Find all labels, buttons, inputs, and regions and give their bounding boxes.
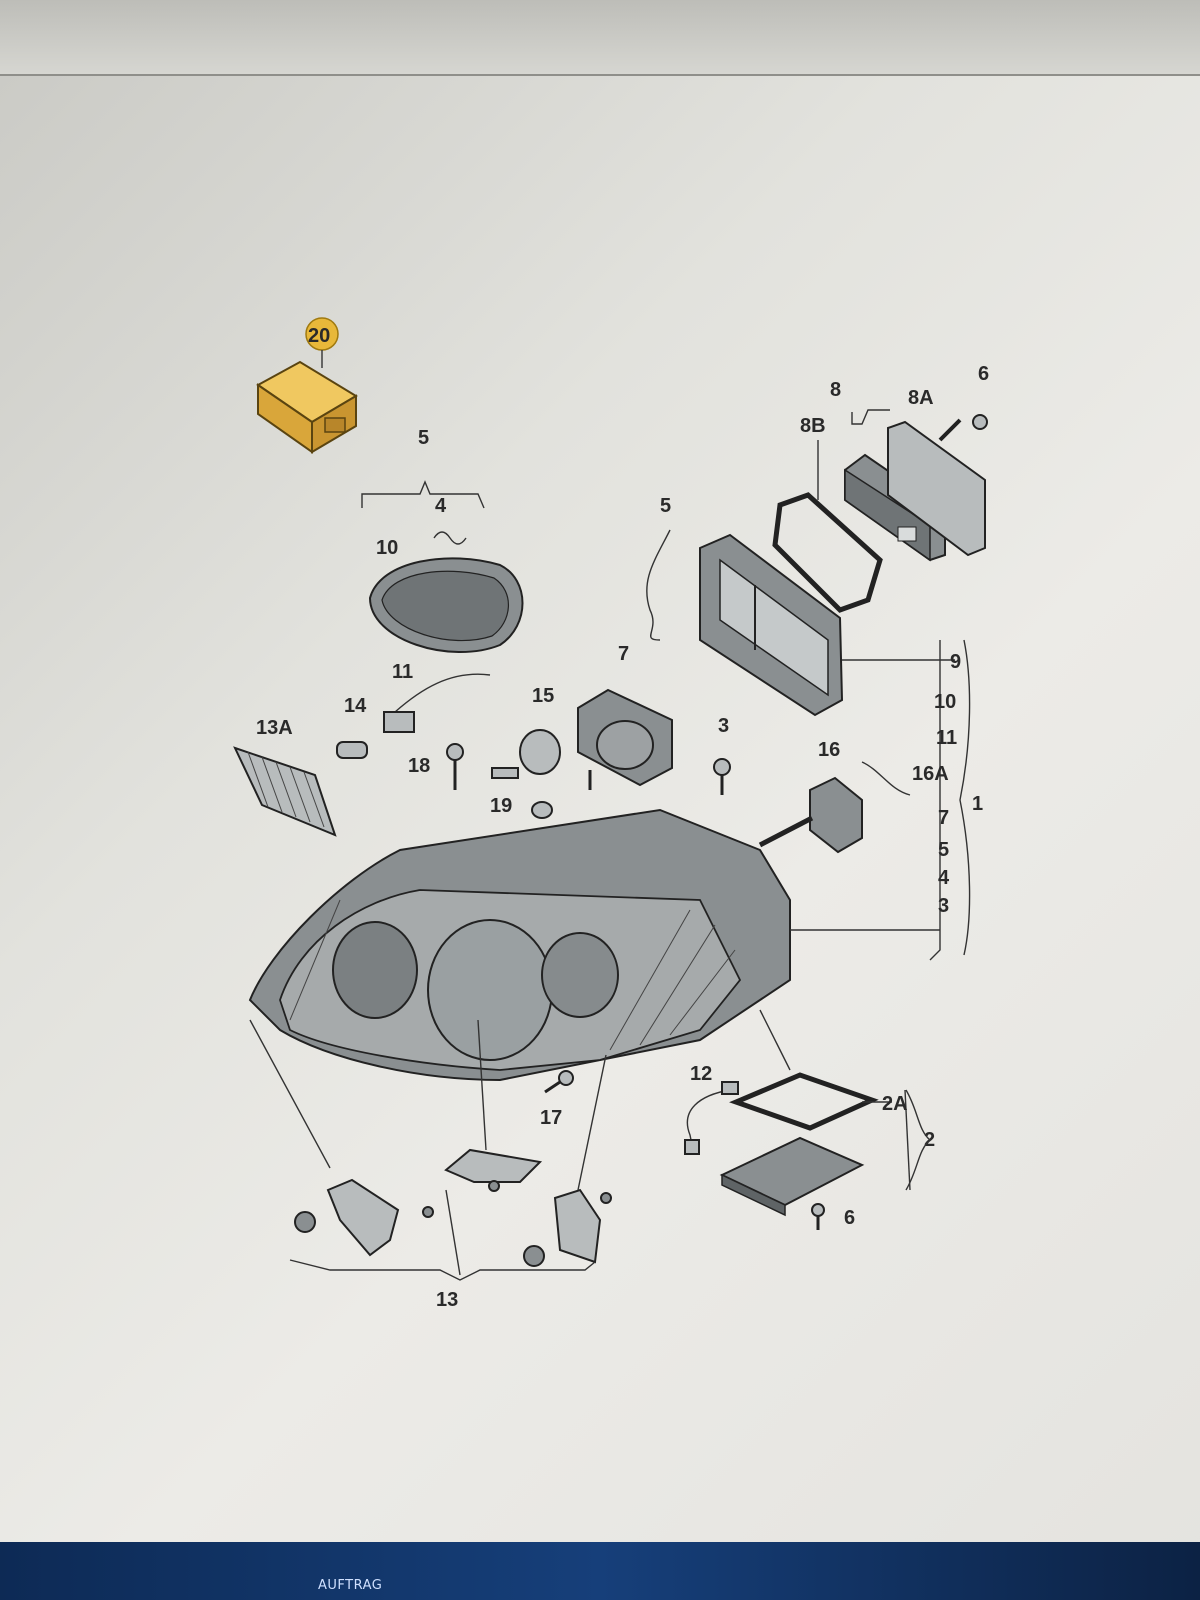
label-group-4: 4 [938,867,950,889]
label-10: 10 [376,537,398,559]
label-5: 5 [418,427,429,449]
label-4: 4 [435,495,447,517]
part-16-bulb-igniter[interactable] [758,776,863,854]
part-16a-wire[interactable] [861,761,911,796]
label-16a: 16A [912,763,949,785]
part-2a-gasket[interactable] [729,1072,879,1131]
part-8a-ballast-cover[interactable] [887,420,986,557]
label-group-5: 5 [938,839,949,861]
part-5-retaining-clip[interactable] [646,529,671,641]
label-group-9: 9 [950,651,961,673]
label-16: 16 [818,739,840,761]
part-14-small-bulb[interactable] [336,741,368,759]
part-2-control-unit[interactable] [719,1136,865,1217]
part-11-bulb-holder[interactable] [383,673,491,733]
part-6-screw[interactable] [938,414,988,442]
label-8a: 8A [908,387,934,409]
label-13: 13 [436,1289,458,1311]
label-2a: 2A [882,1093,908,1115]
label-8: 8 [830,379,841,401]
part-8-xenon-ballast[interactable] [844,453,946,562]
part-13-mounting-brackets[interactable] [294,1148,612,1267]
label-18: 18 [408,755,430,777]
window-top-bar [0,0,1200,76]
label-13a: 13A [256,717,293,739]
label-6: 6 [978,363,989,385]
label-group-3: 3 [938,895,949,917]
tab-auftrag[interactable]: AUFTRAG [318,1578,383,1593]
label-20: 20 [308,325,330,347]
part-19-cap[interactable] [531,801,553,819]
part-6-screw-lower[interactable] [811,1203,825,1230]
taskbar: AUFTRAG [0,1542,1200,1600]
label-7: 7 [618,643,629,665]
label-8b: 8B [800,415,826,437]
label-group-1: 1 [972,793,983,815]
label-14: 14 [344,695,367,717]
part-13a-reflector-strip[interactable] [233,746,337,837]
part-7-adjustment-motor[interactable] [577,688,673,790]
label-12: 12 [690,1063,712,1085]
part-10-cover-cap[interactable] [368,557,524,653]
label-group-7: 7 [938,807,949,829]
label-5-right: 5 [660,495,671,517]
label-group-10: 10 [934,691,956,713]
part-17-screw[interactable] [544,1070,574,1094]
part-18-screw[interactable] [446,743,464,790]
part-3-screw[interactable] [713,758,731,795]
label-group-11: 11 [936,727,957,749]
headlight-housing[interactable] [248,808,791,1082]
label-6-lower: 6 [844,1207,855,1229]
part-20-control-unit[interactable] [256,317,358,454]
label-17: 17 [540,1107,562,1129]
label-19: 19 [490,795,512,817]
leader-lines [249,409,955,1281]
label-15: 15 [532,685,554,707]
part-15-halogen-bulb[interactable] [491,729,561,779]
label-3: 3 [718,715,729,737]
label-11: 11 [392,661,413,683]
part-8b-gasket[interactable] [772,492,883,613]
part-12-wiring-harness[interactable] [684,1081,739,1155]
part-9-ballast-frame[interactable] [699,533,844,717]
